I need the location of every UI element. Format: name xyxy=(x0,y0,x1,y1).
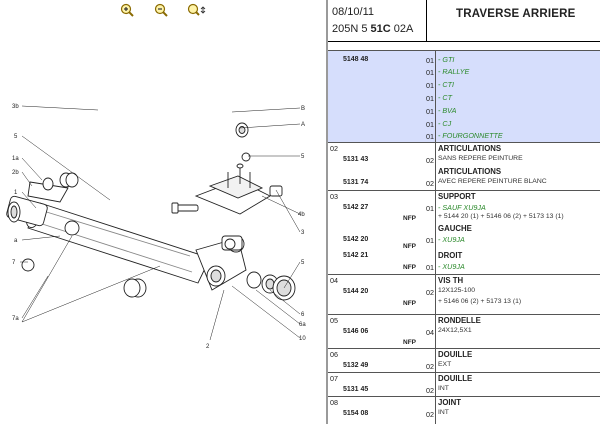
exploded-view-pane: 3b 5 1a 2b 1 a 7 7a B A 5 4b 3 5 6 6a 10… xyxy=(0,2,327,424)
callout-labels: 3b 5 1a 2b 1 a 7 7a B A 5 4b 3 5 6 6a 10… xyxy=(12,104,306,350)
parts-group-rondelle[interactable]: 05 RONDELLE 5146 06 04 24X12,5X1 NFP xyxy=(328,314,600,348)
table-row[interactable]: 5142 21 NFP 01 - XU9JA xyxy=(343,252,465,272)
table-row[interactable]: 01 - CTI xyxy=(426,80,454,90)
zoom-out-icon[interactable] xyxy=(152,3,172,19)
parts-group-douille-ext[interactable]: 06 DOUILLE 5132 49 02 EXT xyxy=(328,348,600,372)
table-row[interactable]: 5146 06 04 24X12,5X1 xyxy=(343,327,472,337)
left-arm xyxy=(6,172,79,227)
callout-6a: 6a xyxy=(299,322,306,328)
bushings-left xyxy=(21,220,236,298)
table-row[interactable]: 5131 43 02 SANS REPERE PEINTURE xyxy=(343,155,523,165)
callout-A: A xyxy=(301,122,305,128)
parts-group-joint[interactable]: 08 JOINT 5154 08 02 INT xyxy=(328,396,600,424)
header-divider xyxy=(426,0,427,42)
callout-7: 7 xyxy=(12,260,16,266)
right-arm xyxy=(195,235,247,291)
parts-group-vis-th[interactable]: 04 VIS TH 5144 20 02 12X125-100 NFP + 51… xyxy=(328,274,600,314)
table-row[interactable]: 01 - BVA xyxy=(426,106,457,116)
callout-a: a xyxy=(14,238,18,244)
table-row[interactable]: 01 - FOURGONNETTE xyxy=(426,131,503,141)
catalog-date: 08/10/11 xyxy=(332,6,375,18)
callout-3b: 3b xyxy=(12,104,19,110)
callout-1a: 1a xyxy=(12,156,19,162)
leader-lines xyxy=(20,105,301,341)
table-row[interactable]: 01 - RALLYE xyxy=(426,67,470,77)
catalog-header: 08/10/11 205N 5 51C 02A TRAVERSE ARRIERE xyxy=(328,0,600,42)
zoom-in-icon[interactable] xyxy=(118,3,138,19)
bushings-right xyxy=(235,122,296,301)
table-row[interactable]: 01 - CJ xyxy=(426,119,452,129)
callout-4b: 4b xyxy=(298,212,305,218)
callout-B: B xyxy=(301,106,305,112)
table-row[interactable]: 5154 08 02 INT xyxy=(343,409,449,419)
callout-10: 10 xyxy=(299,336,306,342)
parts-group-support[interactable]: 03 SUPPORT 5142 27 01 - SAUF XU9JA NFP +… xyxy=(328,190,600,274)
callout-5-left: 5 xyxy=(14,134,18,140)
callout-1: 1 xyxy=(14,190,18,196)
parts-group-selected[interactable]: 5148 48 01 - GTI 01 - RALLYE 01 - CTI 01… xyxy=(328,50,600,142)
table-row[interactable]: NFP + 5146 06 (2) + 5173 13 (1) xyxy=(403,298,522,307)
zoom-toolbar xyxy=(118,2,206,20)
parts-table: 5148 48 01 - GTI 01 - RALLYE 01 - CTI 01… xyxy=(328,50,600,424)
callout-5-lower: 5 xyxy=(301,260,305,266)
bolt xyxy=(171,202,199,214)
table-row[interactable]: 5131 74 02 AVEC REPERE PEINTURE BLANC xyxy=(343,178,547,188)
table-row[interactable]: 5131 45 02 INT xyxy=(343,385,449,395)
support-bracket xyxy=(194,163,271,215)
parts-group-articulations[interactable]: 02 ARTICULATIONS 5131 43 02 SANS REPERE … xyxy=(328,142,600,190)
table-row[interactable]: 01 - CT xyxy=(426,93,452,103)
axle-tube xyxy=(25,201,211,284)
rear-axle-diagram: 3b 5 1a 2b 1 a 7 7a B A 5 4b 3 5 6 6a 10… xyxy=(0,22,327,424)
table-row[interactable]: 5142 27 01 - SAUF XU9JA xyxy=(343,203,486,213)
callout-3: 3 xyxy=(301,230,305,236)
page-title: TRAVERSE ARRIERE xyxy=(456,8,576,20)
table-row[interactable]: 5142 20 NFP 01 - XU9JA xyxy=(343,235,465,250)
callout-6: 6 xyxy=(301,312,305,318)
callout-5-right: 5 xyxy=(301,154,305,160)
callout-2b: 2b xyxy=(12,170,19,176)
pane-divider[interactable] xyxy=(326,0,328,424)
table-row[interactable]: 5144 20 02 12X125-100 xyxy=(343,287,476,297)
callout-7a: 7a xyxy=(12,316,19,322)
catalog-reference: 205N 5 51C 02A xyxy=(332,23,414,35)
parts-group-douille-int[interactable]: 07 DOUILLE 5131 45 02 INT xyxy=(328,372,600,396)
table-row[interactable]: 5132 49 02 EXT xyxy=(343,361,452,371)
table-row[interactable]: 5148 48 01 - GTI xyxy=(343,55,455,65)
callout-2: 2 xyxy=(206,344,210,350)
table-row[interactable]: NFP + 5144 20 (1) + 5146 06 (2) + 5173 1… xyxy=(403,213,564,222)
zoom-pan-icon[interactable] xyxy=(186,3,206,19)
